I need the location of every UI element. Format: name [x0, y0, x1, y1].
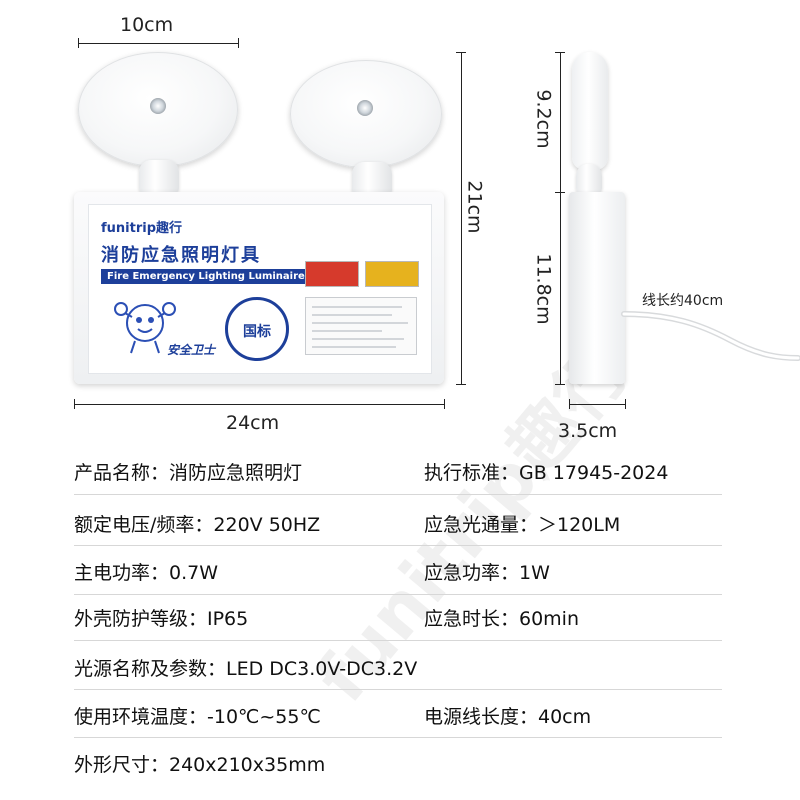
left-lamp-neck — [139, 160, 179, 194]
right-lamp-neck — [352, 162, 392, 196]
side-lamp-body — [569, 192, 625, 384]
side-lamp-head — [572, 52, 608, 170]
spec-row-6-right: 电源线长度：40cm — [424, 706, 592, 728]
rating-plate — [305, 297, 417, 355]
spec-row-3-left: 主电功率：0.7W — [74, 562, 219, 584]
left-lamp-head — [78, 52, 238, 167]
spec-row-4-left: 外壳防护等级：IP65 — [74, 608, 249, 630]
certification-mark-yellow — [365, 261, 419, 287]
brand-logo: funitrip趣行 — [101, 221, 183, 236]
national-standard-badge: 国标 — [225, 297, 289, 361]
right-led — [357, 100, 373, 116]
dim-head-height-label: 9.2cm — [532, 89, 555, 149]
dim-head-width-label: 10cm — [120, 14, 174, 36]
mascot-icon — [114, 302, 176, 354]
spec-row-7-left: 外形尺寸：240x210x35mm — [74, 754, 326, 776]
right-lamp-head — [290, 60, 442, 168]
dim-total-width-label: 24cm — [226, 412, 280, 434]
spec-row-2-left: 额定电压/频率：220V 50HZ — [74, 514, 321, 536]
cable-length-note: 线长约40cm — [642, 293, 724, 309]
spec-row-5-left: 光源名称及参数：LED DC3.0V-DC3.2V — [74, 658, 418, 680]
spec-row-3-right: 应急功率：1W — [424, 562, 550, 584]
spec-row-6-left: 使用环境温度：-10℃~55℃ — [74, 706, 321, 728]
spec-row-1-right: 执行标准：GB 17945-2024 — [424, 462, 669, 484]
mascot-caption: 安全卫士 — [167, 343, 216, 357]
front-label: funitrip趣行 消防应急照明灯具 Fire Emergency Light… — [88, 204, 432, 374]
dim-body-height-label: 11.8cm — [532, 253, 555, 325]
product-title-en: Fire Emergency Lighting Luminaire — [101, 269, 311, 284]
power-cable — [621, 311, 800, 361]
spec-row-2-right: 应急光通量：＞120LM — [424, 514, 621, 536]
spec-row-4-right: 应急时长：60min — [424, 608, 580, 630]
dim-total-height-label: 21cm — [463, 180, 486, 234]
certification-mark-red — [305, 261, 359, 287]
left-led — [150, 98, 166, 114]
side-lamp-neck — [576, 164, 602, 194]
badge-text: 国标 — [243, 324, 271, 340]
lamp-body: funitrip趣行 消防应急照明灯具 Fire Emergency Light… — [74, 192, 444, 384]
dim-depth-label: 3.5cm — [558, 420, 618, 442]
product-title-cn: 消防应急照明灯具 — [101, 245, 261, 266]
spec-row-1-left: 产品名称：消防应急照明灯 — [74, 462, 303, 484]
